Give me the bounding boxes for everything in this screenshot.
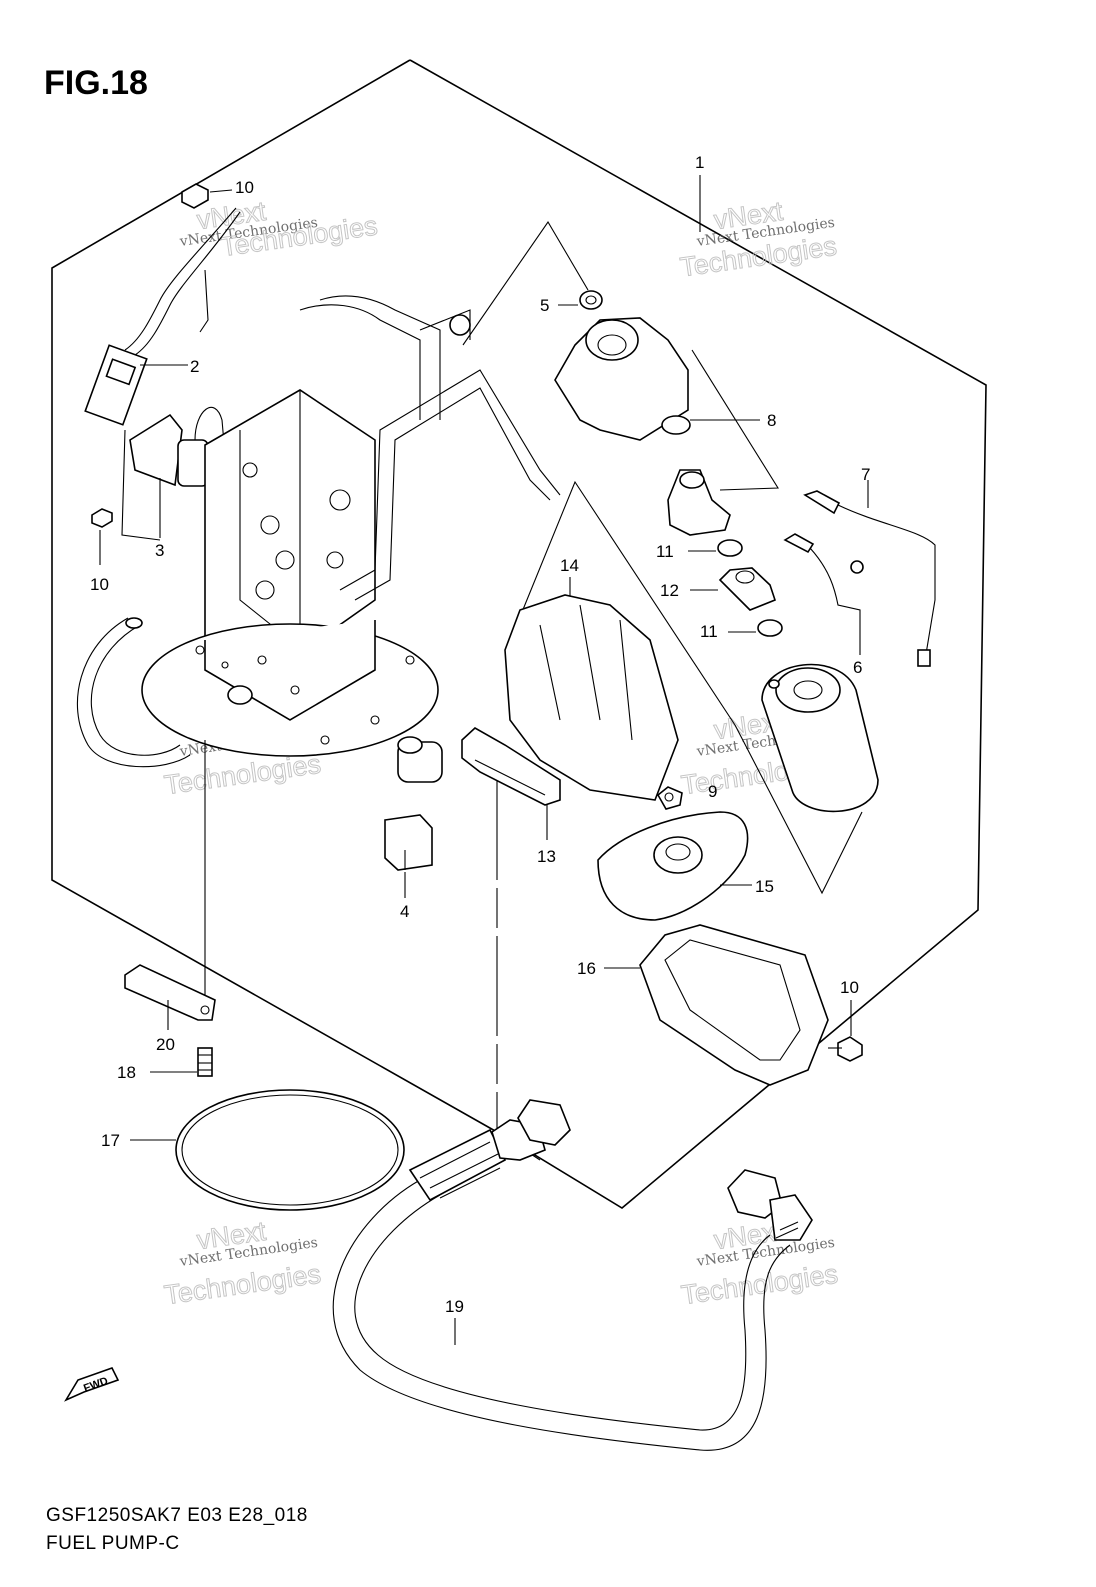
gasket-ring-17 (130, 1089, 405, 1211)
pressure-regulator-part (554, 317, 779, 536)
callout-8: 8 (767, 411, 776, 430)
callout-15: 15 (755, 877, 774, 896)
forward-direction-arrow: FWD (64, 1367, 120, 1402)
fuel-hose-19 (332, 1099, 813, 1451)
figure-title: FIG.18 (44, 64, 148, 102)
assembly-boundary (51, 59, 987, 1209)
hose-bracket-20 (124, 964, 216, 1030)
callout-17: 17 (101, 1131, 120, 1150)
bolt-10-right (828, 1000, 863, 1062)
callout-labels: 1 2 3 4 5 6 7 8 9 10 10 10 11 11 12 13 1… (90, 153, 870, 1316)
bolt-18 (150, 1047, 213, 1077)
fuel-hose-left (76, 617, 191, 768)
callout-11-upper: 11 (656, 542, 674, 561)
callout-10-top: 10 (235, 178, 254, 197)
callout-5: 5 (540, 296, 549, 315)
callout-12: 12 (660, 581, 679, 600)
lead-wires-6-7 (783, 480, 936, 667)
fuel-filter-part (461, 727, 561, 840)
pump-bracket-main (204, 295, 561, 661)
callout-11-lower: 11 (700, 622, 718, 641)
pump-seal-cap (597, 811, 752, 921)
callout-3: 3 (155, 541, 164, 560)
callout-2: 2 (190, 357, 199, 376)
callout-10-left: 10 (90, 575, 109, 594)
capacitor-bracket-part (91, 406, 226, 565)
callout-16: 16 (577, 959, 596, 978)
model-code: GSF1250SAK7 E03 E28_018 (46, 1505, 308, 1526)
wire-harness-part (84, 183, 241, 426)
assembly-name: FUEL PUMP-C (46, 1533, 180, 1554)
callout-18: 18 (117, 1063, 136, 1082)
callout-10-right: 10 (840, 978, 859, 997)
fuel-pump-housing (504, 480, 736, 810)
fuel-pump-motor (734, 663, 879, 895)
callout-4: 4 (400, 902, 409, 921)
callout-20: 20 (156, 1035, 175, 1054)
pump-bracket-16 (604, 924, 829, 1086)
callout-1: 1 (695, 153, 704, 172)
o-rings-11-and-12 (688, 539, 783, 637)
clip-part (384, 814, 433, 898)
o-ring-5 (462, 220, 603, 346)
callout-9: 9 (708, 782, 717, 801)
callout-6: 6 (853, 658, 862, 677)
callout-19: 19 (445, 1297, 464, 1316)
pump-flange-plate (141, 620, 443, 783)
callout-13: 13 (537, 847, 556, 866)
callout-14: 14 (560, 556, 579, 575)
callout-7: 7 (861, 465, 870, 484)
